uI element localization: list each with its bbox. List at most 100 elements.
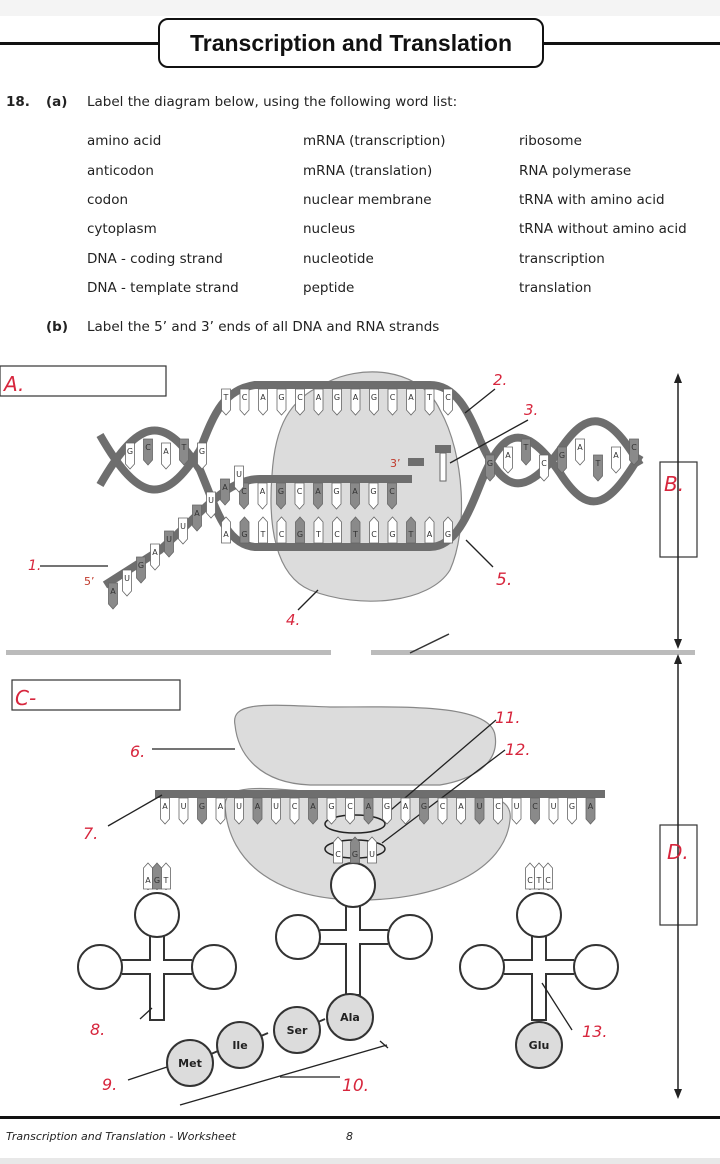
mrna-codon-base — [474, 797, 485, 825]
word-nuclear-membrane: nuclear membrane — [303, 192, 432, 208]
left-helix-base — [143, 438, 153, 466]
right-trna-anticodon-base — [543, 862, 553, 890]
right-helix-base — [629, 438, 639, 466]
right-helix-base-letter: T — [595, 459, 601, 468]
mrna-tail-base-letter: G — [138, 561, 144, 570]
dna-coding-base — [406, 388, 416, 416]
dna-coding-base — [258, 388, 268, 416]
right-trna-anticodon-base-letter: T — [536, 876, 542, 885]
ribosome-large-subunit — [234, 704, 497, 786]
word-mrna-translation: mRNA (translation) — [303, 163, 433, 179]
mrna-codon-base-letter: G — [421, 802, 427, 811]
mrna-codon-base-letter: A — [458, 802, 464, 811]
trna-anticodon-base — [350, 836, 360, 864]
word-anticodon: anticodon — [87, 163, 154, 179]
left-helix-base — [179, 438, 189, 466]
left-helix-base-letter: G — [127, 447, 133, 456]
dna-coding-base-letter: A — [260, 393, 266, 402]
hand-label-b: B. — [664, 472, 684, 496]
mrna-codon-base — [289, 797, 300, 825]
amino-acid-circle — [166, 1039, 214, 1087]
mrna-base-letter: A — [352, 487, 358, 496]
part-a-instruction: Label the diagram below, using the follo… — [87, 94, 458, 110]
dna-coding-base-letter: A — [353, 393, 359, 402]
trna-left — [77, 875, 237, 1021]
mrna-codon-base-letter: A — [366, 802, 372, 811]
mrna-codon-base-letter: U — [551, 802, 557, 811]
mrna-base-letter: G — [333, 487, 339, 496]
mrna-codon-base — [160, 797, 170, 825]
dna-template-base — [443, 516, 453, 544]
dna-template-base-letter: G — [389, 530, 395, 539]
divider-right — [371, 650, 695, 655]
mrna-tail-base — [164, 530, 174, 558]
bottom-band — [0, 1158, 720, 1164]
left-helix-base-letter: A — [163, 447, 169, 456]
hand-number-10: 10. — [342, 1076, 369, 1096]
right-helix-base-letter: T — [523, 443, 529, 452]
dna-coding-base-letter: C — [242, 393, 248, 402]
hand-label-c: C- — [15, 686, 36, 710]
page-number: 8 — [346, 1130, 353, 1143]
dna-template-base — [406, 516, 416, 544]
dna-coding-base-letter: T — [426, 393, 432, 402]
dna-template-base-letter: G — [445, 530, 451, 539]
right-helix-base — [575, 438, 585, 466]
dna-template-base-letter: G — [297, 530, 303, 539]
mrna-codon-base-letter: C — [347, 802, 353, 811]
trna-middle — [275, 862, 433, 996]
left-helix-base — [197, 442, 207, 470]
mrna-codon-base-letter: C — [440, 802, 446, 811]
amino-acid-label: Met — [178, 1057, 202, 1070]
amino-acid-circle — [326, 993, 374, 1041]
dna-template-strand — [96, 426, 644, 551]
mrna-codon-base-letter: A — [588, 802, 594, 811]
dna-template-base-letter: C — [279, 530, 285, 539]
mrna-tail-base — [178, 517, 188, 545]
dna-template-base — [424, 516, 435, 544]
dna-template-base — [221, 516, 231, 544]
amino-acid-circle — [216, 1021, 264, 1069]
right-helix-base — [557, 446, 567, 474]
dna-template-base — [350, 516, 361, 544]
mrna-tail-base — [220, 478, 230, 506]
mrna-codon-base-letter: A — [162, 802, 168, 811]
mrna-codon-base-letter: U — [477, 802, 483, 811]
mrna-codon-base-letter: G — [384, 802, 390, 811]
dna-template-base — [369, 516, 379, 544]
mrna-codon-base-letter: G — [328, 802, 334, 811]
dna-coding-base — [295, 388, 305, 416]
mrna-codon-base-letter: C — [292, 802, 298, 811]
hand-number-5: 5. — [496, 570, 512, 590]
hand-number-2: 2. — [493, 371, 507, 389]
right-helix-base-letter: G — [559, 451, 565, 460]
mrna-codon-base-letter: U — [514, 802, 520, 811]
footer-text: Transcription and Translation - Workshee… — [6, 1130, 236, 1143]
hand-number-7: 7. — [83, 824, 98, 843]
dna-template-base — [258, 516, 268, 544]
right-helix-base-letter: A — [577, 443, 583, 452]
trna-right — [459, 875, 619, 1021]
dna-template-base-letter: T — [352, 530, 358, 539]
mrna-tail-base-letter: A — [152, 548, 158, 557]
dna-coding-base-letter: A — [408, 393, 414, 402]
dna-template-base-letter: T — [408, 530, 414, 539]
mrna-codon-base-letter: U — [236, 802, 242, 811]
mrna-codon-base — [493, 797, 503, 825]
dna-coding-base — [239, 388, 250, 416]
part-b-instruction: Label the 5’ and 3’ ends of all DNA and … — [87, 319, 440, 335]
dna-template-base — [332, 516, 342, 544]
mrna-base — [276, 482, 286, 510]
mrna-base-letter: A — [260, 487, 266, 496]
right-helix-base — [521, 438, 531, 466]
amino-acid-label: Ile — [232, 1039, 247, 1052]
mrna-codon-base-letter: A — [255, 802, 261, 811]
dna-template-base — [387, 516, 398, 544]
dna-template-base — [276, 516, 287, 544]
dna-template-base-letter: C — [334, 530, 340, 539]
mrna-base-letter: A — [315, 487, 321, 496]
left-helix-base — [125, 442, 135, 470]
mrna-tail-base-letter: U — [208, 496, 214, 505]
right-helix-base-letter: A — [505, 451, 511, 460]
